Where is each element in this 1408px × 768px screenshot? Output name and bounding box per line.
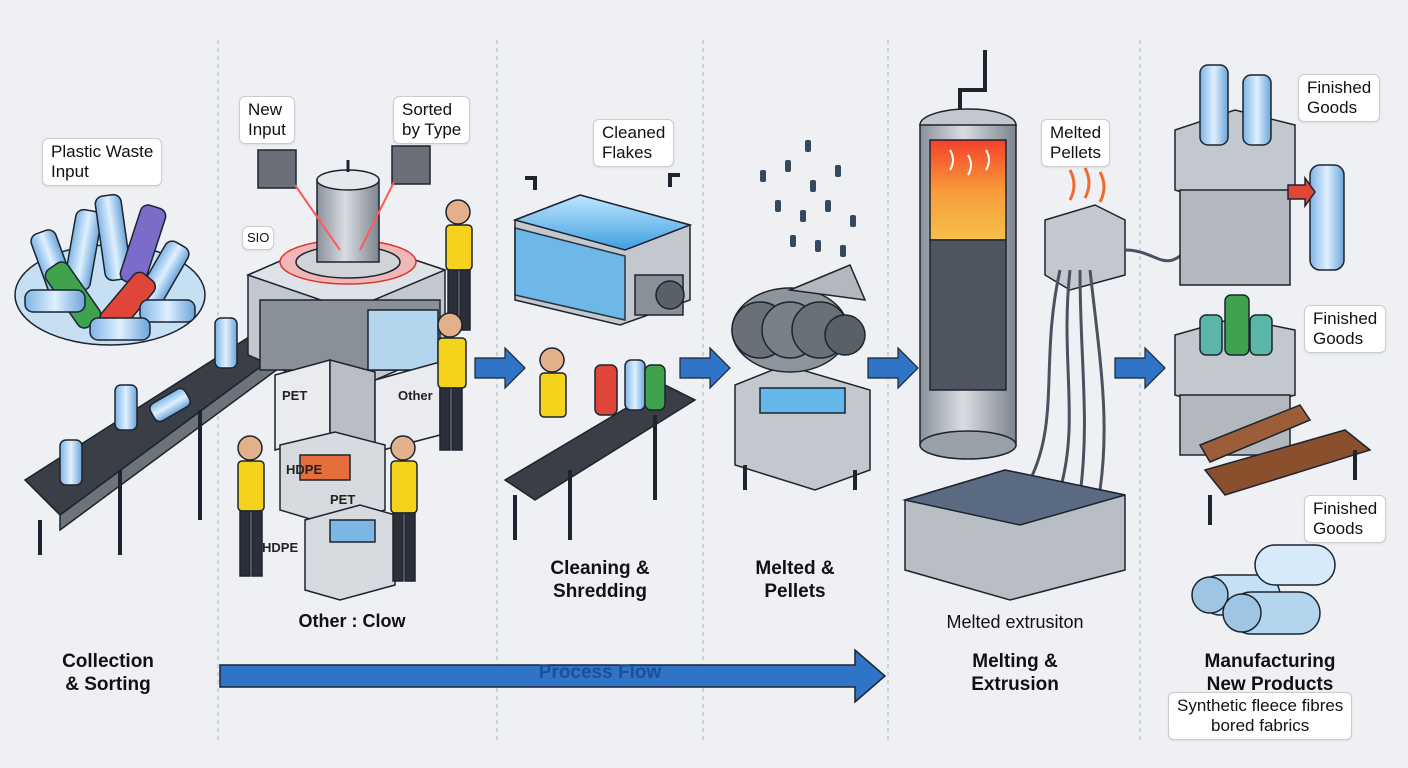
caption-extrusion: Melted extrusiton <box>946 612 1084 632</box>
stage-title-melted: Melted & Pellets <box>755 558 835 602</box>
wash-tank <box>512 173 693 326</box>
process-flow-arrow <box>219 648 887 704</box>
park-bench <box>1198 404 1372 525</box>
flake-spray <box>760 140 856 257</box>
caption-other-flow: Other : Clow <box>298 611 406 631</box>
label-finished-goods-1: Finished Goods <box>1298 74 1381 122</box>
label-cleaned-flakes: Cleaned Flakes <box>593 119 675 167</box>
label-finished-goods-3: Finished Goods <box>1304 495 1387 543</box>
label-sio: SIO <box>242 226 275 250</box>
bin-label-pet-2: PET <box>330 492 356 507</box>
step-arrows <box>474 346 1166 390</box>
process-flow-label: Process Flow <box>538 662 662 683</box>
label-finished-goods-2: Finished Goods <box>1304 305 1387 353</box>
grinder-machine <box>731 264 871 491</box>
label-sorted-by-type: Sorted by Type <box>393 96 471 144</box>
label-plastic-waste-input: Plastic Waste Input <box>42 138 163 186</box>
bin-label-hdpe-2: HDPE <box>262 540 299 555</box>
bin-label-hdpe-1: HDPE <box>286 462 323 477</box>
workers <box>237 199 567 582</box>
sorting-conveyor <box>23 317 292 555</box>
melting-tower <box>919 50 1017 460</box>
optical-sorting-machine <box>245 145 448 396</box>
stage-title-manufacturing: Manufacturing New Products <box>1204 651 1336 695</box>
sorting-bins <box>274 359 441 601</box>
shredding-conveyor <box>503 359 697 540</box>
bin-label-pet-1: PET <box>282 388 308 403</box>
label-new-input: New Input <box>239 96 295 144</box>
label-melted-pellets: Melted Pellets <box>1041 119 1111 167</box>
extruder-head <box>1028 167 1197 496</box>
pellet-bin <box>902 469 1126 601</box>
bin-label-other: Other <box>398 388 433 403</box>
stage-title-cleaning: Cleaning & Shredding <box>550 558 650 602</box>
plastic-bottle-pile <box>14 193 206 346</box>
stage-title-collection: Collection & Sorting <box>62 651 154 695</box>
stage-title-melting: Melting & Extrusion <box>971 651 1059 695</box>
fabric-rolls <box>1191 544 1336 635</box>
bottle-blow-molder <box>1174 64 1345 286</box>
label-synthetic-fibres: Synthetic fleece fibres bored fabrics <box>1168 692 1353 740</box>
